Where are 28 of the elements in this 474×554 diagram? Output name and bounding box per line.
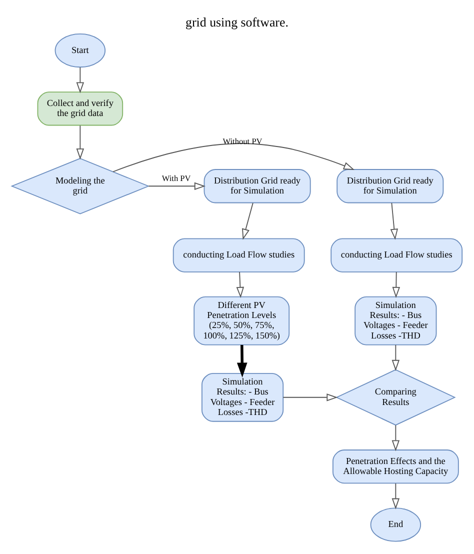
arrow [236, 344, 248, 378]
arrow [392, 272, 400, 298]
arrow [392, 424, 400, 452]
node-box: Penetration Effects and the Allowable Hosting Capacity [332, 450, 459, 484]
arrow [282, 394, 338, 402]
node-box: Different PV Penetration Levels (25%, 50%, 75%, 100%, 125%, 150%) [194, 296, 290, 346]
arrow [148, 182, 206, 190]
arrow [76, 125, 84, 160]
arrow [242, 202, 254, 240]
node-ellipse: End [370, 508, 422, 542]
arrow [236, 272, 244, 298]
node-ellipse: Start [54, 33, 106, 68]
arrow [112, 143, 355, 172]
arrow [390, 202, 398, 240]
node-diamond: Comparing Results [336, 369, 456, 426]
arrow [392, 344, 400, 371]
node-box: conducting Load Flow studies [330, 238, 463, 272]
diagram-title: grid using software. [186, 14, 288, 30]
arrow [392, 483, 400, 510]
node-box: Distribution Grid ready for Simulation [336, 169, 444, 204]
node-box: Simulation Results: - Bus Voltages - Feeder Losses -THD [354, 296, 437, 346]
node-box: Simulation Results: - Bus Voltages - Feeder Losses -THD [201, 372, 284, 422]
arrow [76, 66, 84, 94]
node-box: conducting Load Flow studies [172, 238, 305, 272]
node-diamond: Modeling the grid [10, 158, 150, 214]
node-box: Collect and verify the grid data [37, 92, 124, 126]
node-box: Distribution Grid ready for Simulation [204, 169, 311, 204]
edge-label: With PV [162, 174, 191, 183]
